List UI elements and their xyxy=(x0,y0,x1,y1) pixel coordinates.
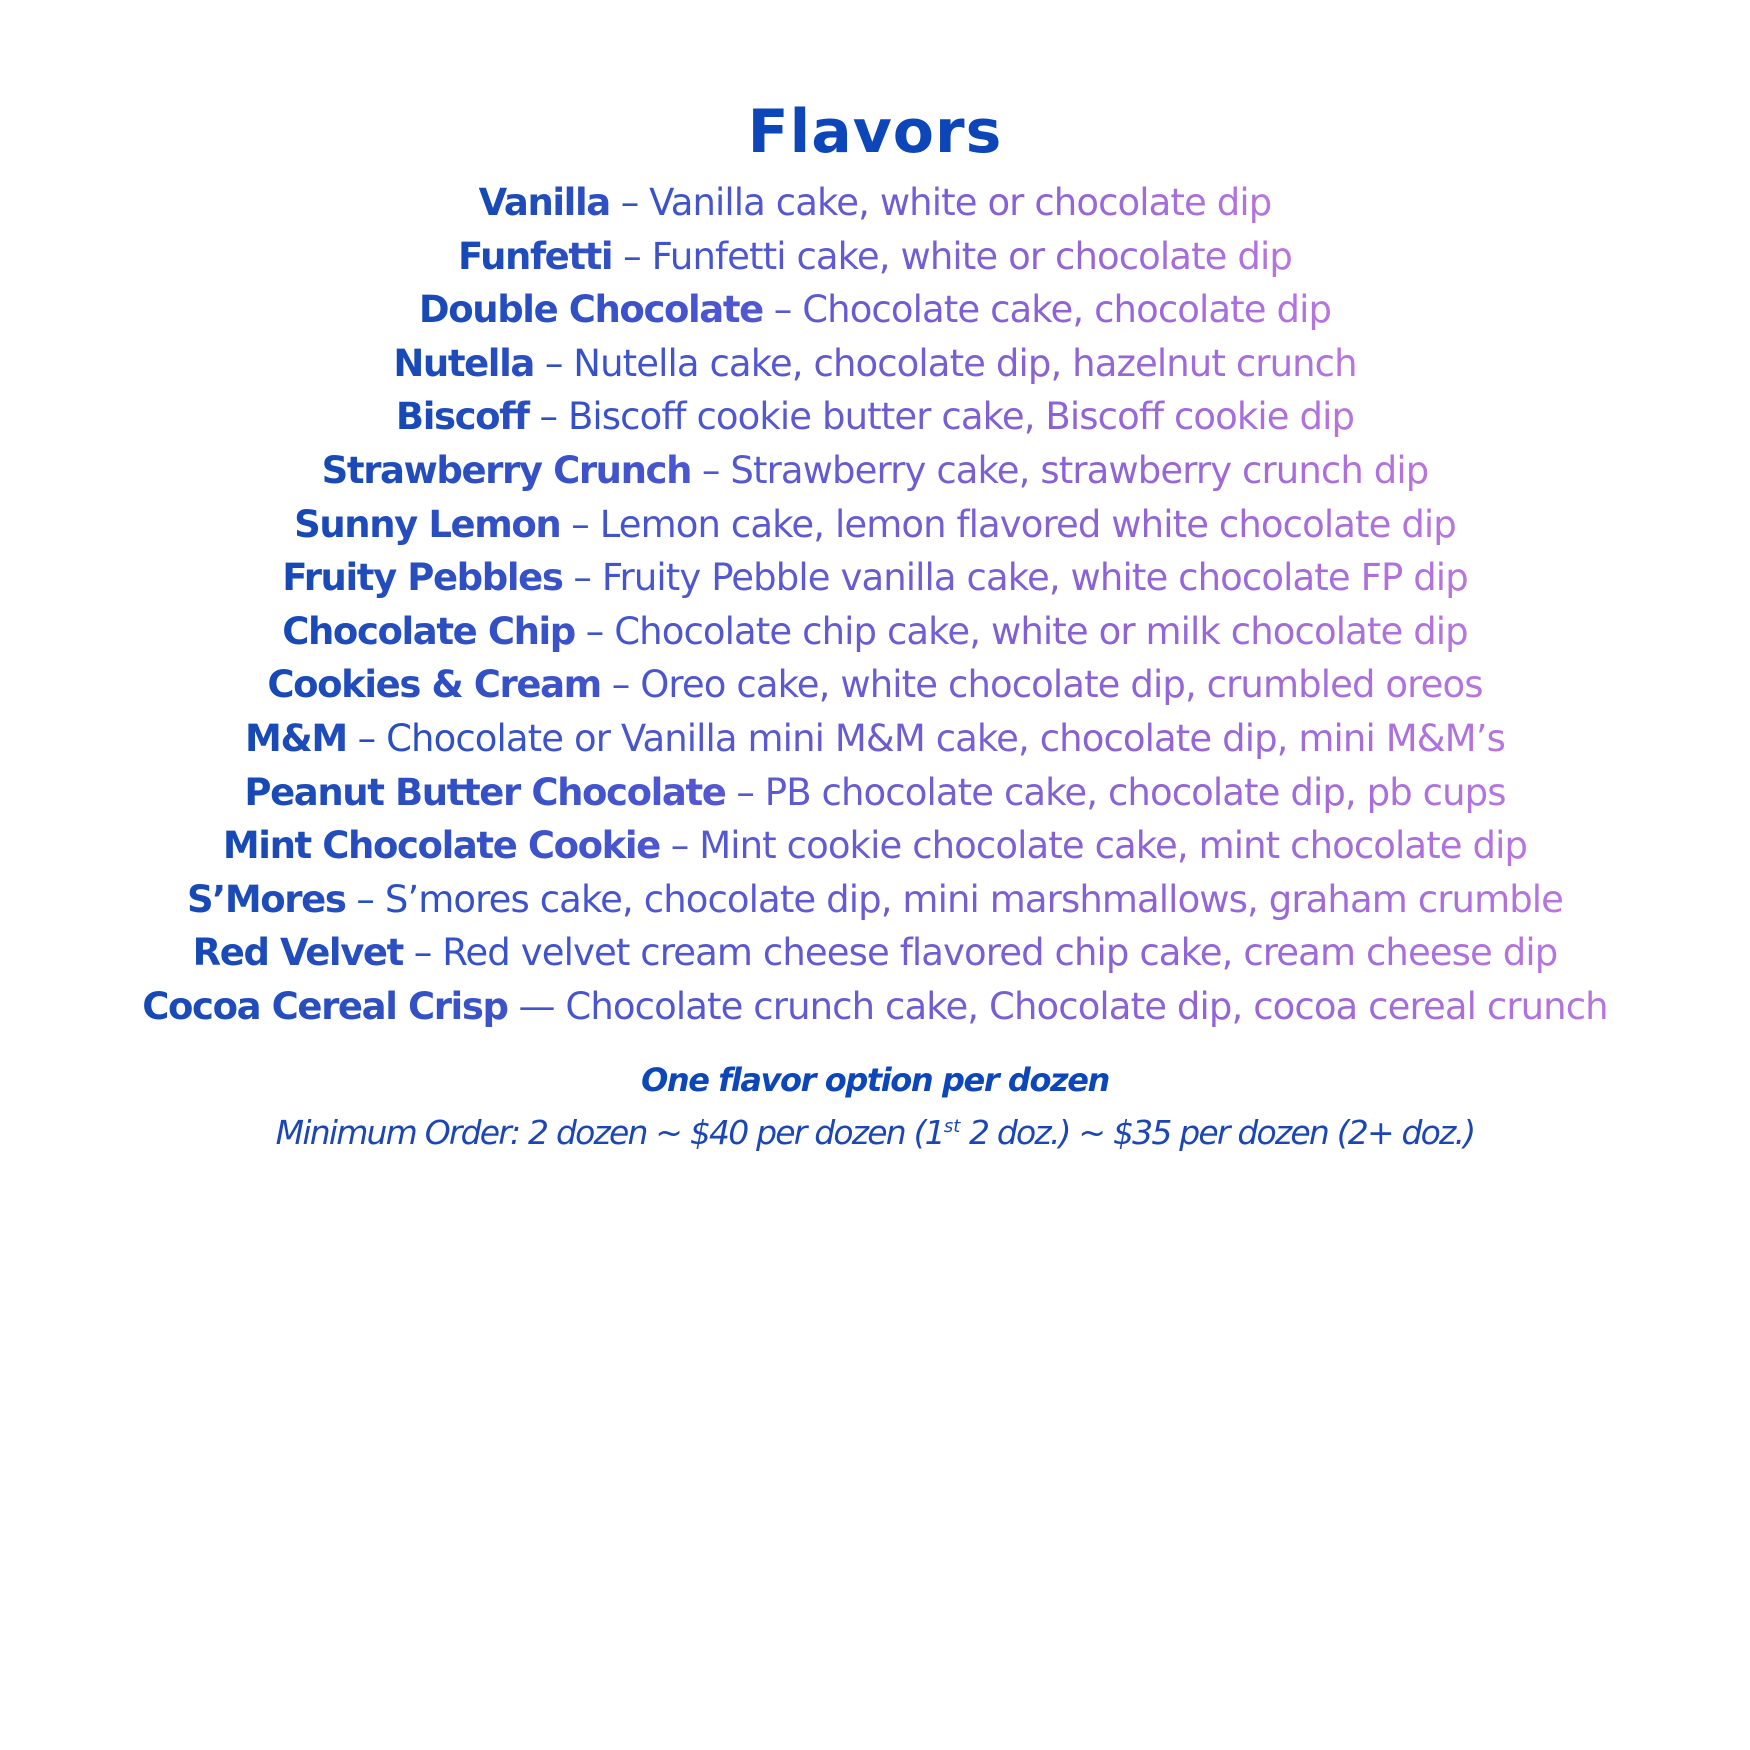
flavor-separator: – xyxy=(357,716,376,760)
flavor-item: Funfetti – Funfetti cake, white or choco… xyxy=(0,230,1750,284)
flavor-description: Mint cookie chocolate cake, mint chocola… xyxy=(699,824,1528,868)
flavor-line: Strawberry Crunch – Strawberry cake, str… xyxy=(322,444,1429,498)
flavor-description: Funfetti cake, white or chocolate dip xyxy=(651,234,1292,278)
flavor-name: Fruity Pebbles xyxy=(282,556,563,600)
minimum-order-pricing: 2 doz.) ~ $35 per dozen (2+ doz.) xyxy=(960,1113,1476,1152)
flavor-item: Chocolate Chip – Chocolate chip cake, wh… xyxy=(0,605,1750,659)
flavor-name: Double Chocolate xyxy=(418,288,763,332)
flavor-name: Strawberry Crunch xyxy=(321,448,692,492)
page-title: Flavors xyxy=(747,97,1003,167)
flavor-description: Strawberry cake, strawberry crunch dip xyxy=(730,448,1429,492)
flavor-item: Red Velvet – Red velvet cream cheese fla… xyxy=(0,926,1750,980)
flavor-separator: – xyxy=(611,663,630,707)
flavor-name: Mint Chocolate Cookie xyxy=(222,824,660,868)
flavor-name: Red Velvet xyxy=(192,931,403,975)
flavor-item: S’Mores – S’mores cake, chocolate dip, m… xyxy=(0,873,1750,927)
flavor-separator: – xyxy=(544,341,563,385)
minimum-order-text: Minimum Order: 2 dozen ~ $40 per dozen (… xyxy=(275,1113,946,1152)
flavor-list: Vanilla – Vanilla cake, white or chocola… xyxy=(0,176,1750,1034)
flavor-description: Chocolate chip cake, white or milk choco… xyxy=(614,609,1468,653)
flavor-separator: – xyxy=(585,609,604,653)
flavor-line: Cookies & Cream – Oreo cake, white choco… xyxy=(267,658,1482,712)
flavor-name: Chocolate Chip xyxy=(282,609,575,653)
flavor-description: Fruity Pebble vanilla cake, white chocol… xyxy=(601,556,1468,600)
flavor-description: Lemon cake, lemon flavored white chocola… xyxy=(599,502,1456,546)
flavor-name: Cookies & Cream xyxy=(267,663,601,707)
flavor-description: Red velvet cream cheese flavored chip ca… xyxy=(442,931,1558,975)
flavor-description: Oreo cake, white chocolate dip, crumbled… xyxy=(640,663,1483,707)
flavor-name: Cocoa Cereal Crisp xyxy=(142,984,508,1028)
flavor-line: Nutella – Nutella cake, chocolate dip, h… xyxy=(393,337,1356,391)
flavor-name: Biscoff xyxy=(395,395,529,439)
flavor-line: Vanilla – Vanilla cake, white or chocola… xyxy=(479,176,1272,230)
flavor-separator: – xyxy=(620,181,639,224)
flavor-item: Cookies & Cream – Oreo cake, white choco… xyxy=(0,658,1750,712)
flavor-separator: – xyxy=(736,770,754,814)
flavor-item: Cocoa Cereal Crisp — Chocolate crunch ca… xyxy=(0,980,1750,1034)
flavor-line: Sunny Lemon – Lemon cake, lemon flavored… xyxy=(294,498,1456,552)
flavor-line: Mint Chocolate Cookie – Mint cookie choc… xyxy=(223,819,1527,873)
ordinal-suffix: st xyxy=(943,1116,961,1137)
flavor-name: Funfetti xyxy=(458,234,613,278)
flavor-name: Peanut Butter Chocolate xyxy=(244,770,726,814)
flavor-separator: – xyxy=(773,288,792,332)
flavor-line: Fruity Pebbles – Fruity Pebble vanilla c… xyxy=(282,551,1468,605)
flavor-line: Red Velvet – Red velvet cream cheese fla… xyxy=(193,926,1558,980)
flavor-item: Fruity Pebbles – Fruity Pebble vanilla c… xyxy=(0,551,1750,605)
flavor-item: Strawberry Crunch – Strawberry cake, str… xyxy=(0,444,1750,498)
flavor-separator: – xyxy=(571,502,589,546)
flavor-line: Peanut Butter Chocolate – PB chocolate c… xyxy=(244,766,1505,820)
flavor-item: Vanilla – Vanilla cake, white or chocola… xyxy=(0,176,1750,230)
flavor-item: Biscoff – Biscoff cookie butter cake, Bi… xyxy=(0,390,1750,444)
flavor-item: Peanut Butter Chocolate – PB chocolate c… xyxy=(0,766,1750,820)
flavor-line: Double Chocolate – Chocolate cake, choco… xyxy=(419,283,1331,337)
flavor-description: Chocolate crunch cake, Chocolate dip, co… xyxy=(565,984,1608,1028)
flavor-item: Mint Chocolate Cookie – Mint cookie choc… xyxy=(0,819,1750,873)
flavor-item: Sunny Lemon – Lemon cake, lemon flavored… xyxy=(0,498,1750,552)
flavor-separator: — xyxy=(518,984,555,1028)
minimum-order-line: Minimum Order: 2 dozen ~ $40 per dozen (… xyxy=(0,1110,1750,1156)
flavor-name: Vanilla xyxy=(478,181,610,224)
flavor-separator: – xyxy=(670,824,689,868)
flavor-name: S’Mores xyxy=(186,877,346,921)
flavor-description: Chocolate cake, chocolate dip xyxy=(802,288,1332,332)
flavor-line: M&M – Chocolate or Vanilla mini M&M cake… xyxy=(245,712,1505,766)
flavor-description: Chocolate or Vanilla mini M&M cake, choc… xyxy=(386,716,1505,760)
flavor-separator: – xyxy=(413,931,432,975)
flavor-line: Funfetti – Funfetti cake, white or choco… xyxy=(458,230,1292,284)
flavor-description: Vanilla cake, white or chocolate dip xyxy=(649,181,1272,224)
flavor-line: Chocolate Chip – Chocolate chip cake, wh… xyxy=(282,605,1468,659)
flavor-separator: – xyxy=(539,395,558,439)
flavor-description: Nutella cake, chocolate dip, hazelnut cr… xyxy=(573,341,1357,385)
flavor-line: S’Mores – S’mores cake, chocolate dip, m… xyxy=(187,873,1563,927)
flavor-item: Nutella – Nutella cake, chocolate dip, h… xyxy=(0,337,1750,391)
flavor-line: Biscoff – Biscoff cookie butter cake, Bi… xyxy=(396,390,1354,444)
flavor-note: One flavor option per dozen xyxy=(641,1061,1110,1099)
flavor-description: Biscoff cookie butter cake, Biscoff cook… xyxy=(567,395,1355,439)
flavor-name: Sunny Lemon xyxy=(294,502,561,546)
flavor-name: Nutella xyxy=(393,341,534,385)
flavor-separator: – xyxy=(623,234,641,278)
flavor-description: PB chocolate cake, chocolate dip, pb cup… xyxy=(764,770,1506,814)
flavor-description: S’mores cake, chocolate dip, mini marshm… xyxy=(384,877,1564,921)
flavor-separator: – xyxy=(701,448,720,492)
flavor-line: Cocoa Cereal Crisp — Chocolate crunch ca… xyxy=(142,980,1607,1034)
flavor-item: Double Chocolate – Chocolate cake, choco… xyxy=(0,283,1750,337)
flavor-item: M&M – Chocolate or Vanilla mini M&M cake… xyxy=(0,712,1750,766)
flavor-name: M&M xyxy=(245,716,347,760)
flavor-separator: – xyxy=(356,877,374,921)
flavor-separator: – xyxy=(573,556,591,600)
